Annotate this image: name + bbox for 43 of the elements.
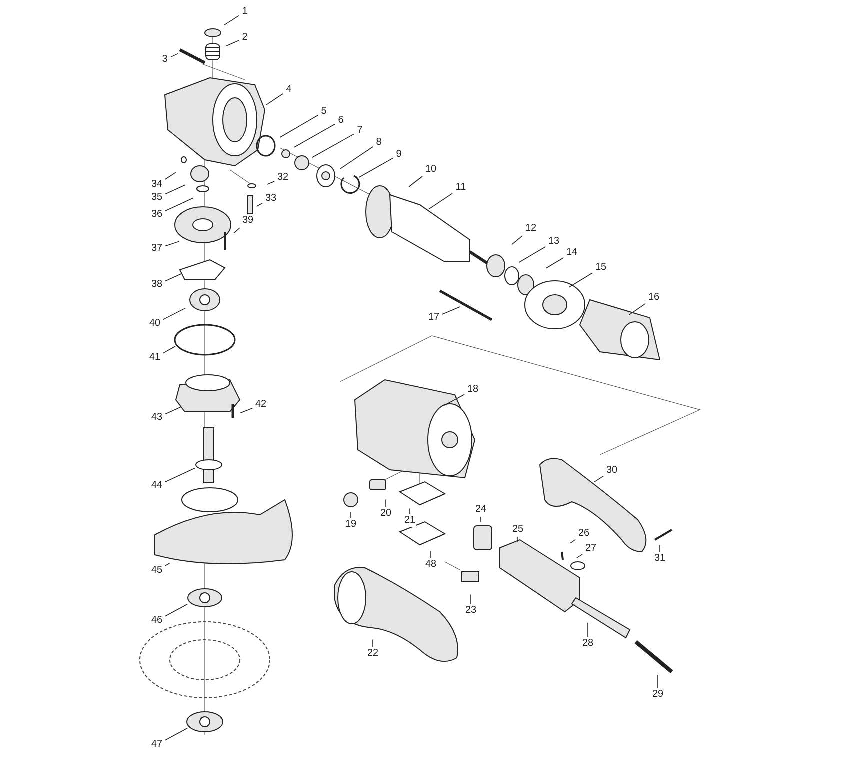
leader-line: [170, 53, 179, 58]
leader-line: [165, 468, 196, 482]
leader-line: [576, 554, 583, 558]
leader-line: [518, 246, 546, 263]
leader-line: [240, 408, 253, 414]
leader-line: [165, 562, 170, 566]
leader-line: [408, 176, 423, 188]
leader-line: [628, 303, 646, 316]
leader-line: [163, 308, 186, 320]
leader-line: [568, 272, 593, 288]
leader-line: [165, 241, 180, 247]
leader-line: [256, 203, 263, 207]
leader-line: [546, 258, 564, 269]
leader-line: [294, 124, 336, 148]
leader-line: [430, 550, 432, 558]
leader-line: [165, 604, 188, 617]
leader-line: [312, 134, 354, 158]
leader-line: [165, 274, 182, 282]
leader-line: [442, 306, 461, 315]
leader-line: [165, 406, 182, 415]
leader-line: [165, 198, 194, 212]
leader-line: [224, 15, 240, 26]
leader-line: [444, 394, 465, 406]
leader-line: [165, 184, 186, 195]
leader-line: [480, 516, 482, 523]
leader-line: [512, 236, 523, 246]
leader-line: [428, 193, 453, 210]
leader-line: [280, 115, 318, 138]
leader-line: [234, 228, 240, 234]
leader-line: [226, 40, 240, 46]
leader-line: [350, 512, 352, 518]
leader-line: [594, 476, 604, 483]
leader-line: [340, 146, 374, 170]
leader-line: [163, 346, 176, 354]
leader-line: [358, 158, 394, 178]
leader-line: [266, 94, 284, 106]
leader-line: [470, 594, 472, 604]
callout-number: 21: [403, 515, 417, 527]
leader-line: [165, 172, 176, 180]
leader-line: [267, 181, 275, 185]
leader-line: [372, 639, 374, 648]
leader-line: [570, 539, 576, 544]
leader-line: [165, 728, 188, 741]
